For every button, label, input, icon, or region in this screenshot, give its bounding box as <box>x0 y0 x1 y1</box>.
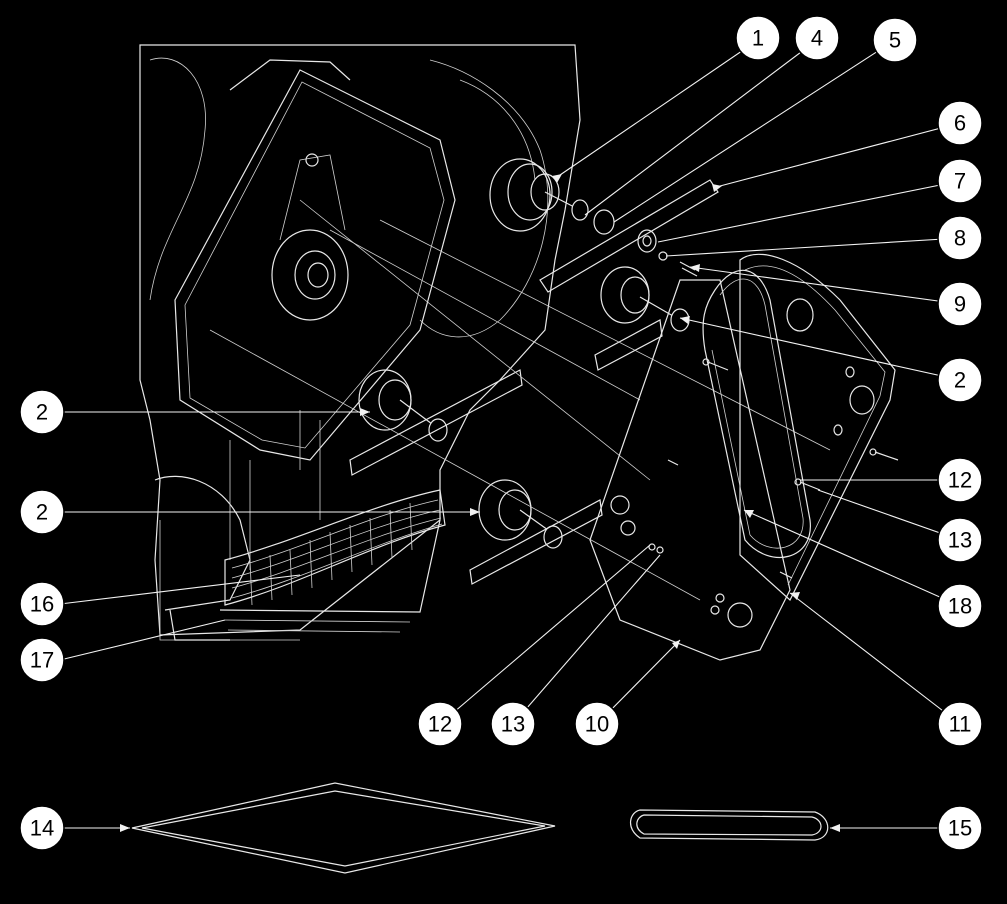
callout-17: 17 <box>19 637 65 683</box>
belt-14 <box>131 782 556 874</box>
svg-text:13: 13 <box>501 712 525 737</box>
callout-2-left-lower: 2 <box>19 489 65 535</box>
svg-text:4: 4 <box>811 26 823 51</box>
exploded-guide-lines <box>209 199 831 601</box>
callout-6: 6 <box>937 100 983 146</box>
callout-2-left-upper: 2 <box>19 389 65 435</box>
belt-15 <box>630 809 829 841</box>
svg-text:10: 10 <box>585 712 609 737</box>
upper-pulley <box>489 158 589 232</box>
machine-housing <box>139 44 581 641</box>
svg-text:12: 12 <box>948 468 972 493</box>
leader-lines <box>59 39 961 832</box>
callout-12-right: 12 <box>937 457 983 503</box>
callout-1: 1 <box>735 15 781 61</box>
svg-text:13: 13 <box>948 528 972 553</box>
hardware-parts <box>593 209 698 277</box>
svg-text:14: 14 <box>30 816 54 841</box>
bolts <box>648 358 899 579</box>
shield-bars <box>349 179 719 585</box>
svg-text:2: 2 <box>36 500 48 525</box>
callout-7: 7 <box>937 158 983 204</box>
callout-12-bottom: 12 <box>417 701 463 747</box>
callout-10: 10 <box>574 701 620 747</box>
svg-text:11: 11 <box>949 712 972 737</box>
svg-text:7: 7 <box>954 169 966 194</box>
inner-pulley <box>271 153 349 321</box>
front-plate <box>589 279 791 661</box>
rear-cover <box>739 253 896 601</box>
svg-text:16: 16 <box>30 592 54 617</box>
callout-13-bottom: 13 <box>490 701 536 747</box>
callout-2-right: 2 <box>937 357 983 403</box>
middle-pulley <box>358 369 448 442</box>
svg-text:8: 8 <box>954 226 966 251</box>
callout-15: 15 <box>937 805 983 851</box>
callout-8: 8 <box>937 215 983 261</box>
callout-11: 11 <box>937 701 983 747</box>
svg-text:5: 5 <box>889 28 901 53</box>
callout-13-right: 13 <box>937 517 983 563</box>
svg-text:2: 2 <box>36 400 48 425</box>
callout-14: 14 <box>19 805 65 851</box>
right-pulley <box>600 266 690 332</box>
svg-text:12: 12 <box>428 712 452 737</box>
callout-16: 16 <box>19 581 65 627</box>
lower-pulley <box>478 479 563 549</box>
callout-5: 5 <box>872 17 918 63</box>
svg-text:6: 6 <box>954 111 966 136</box>
callout-9: 9 <box>937 281 983 327</box>
svg-text:1: 1 <box>752 26 764 51</box>
svg-text:2: 2 <box>954 368 966 393</box>
callout-4: 4 <box>794 15 840 61</box>
svg-text:9: 9 <box>954 292 966 317</box>
vertical-belt <box>702 269 811 558</box>
svg-text:15: 15 <box>948 816 972 841</box>
callout-18: 18 <box>937 583 983 629</box>
svg-text:18: 18 <box>948 594 972 619</box>
svg-text:17: 17 <box>30 648 54 673</box>
